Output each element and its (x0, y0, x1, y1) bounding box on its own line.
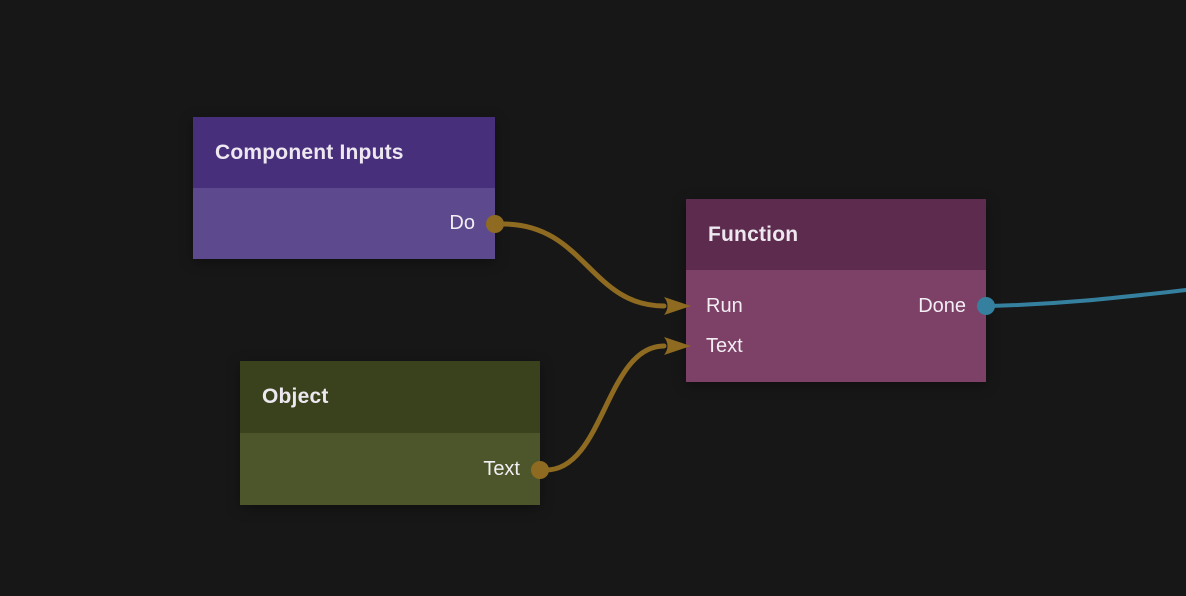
node-body: Text (240, 433, 540, 505)
node-function[interactable]: Function Run Done Text (686, 199, 986, 382)
wire-arrowhead-run (664, 297, 691, 315)
input-port-text[interactable]: Text (706, 334, 743, 357)
connector-dot-done[interactable] (977, 297, 995, 315)
node-title: Component Inputs (215, 140, 404, 164)
node-object[interactable]: Object Text (240, 361, 540, 505)
output-port-do[interactable]: Do (449, 212, 475, 234)
node-header[interactable]: Object (240, 361, 540, 433)
node-component-inputs[interactable]: Component Inputs Do (193, 117, 495, 259)
port-row: Text (686, 326, 986, 366)
node-title: Function (708, 222, 799, 246)
wire-arrowhead-text (664, 337, 691, 355)
wire-done-outgoing[interactable] (988, 288, 1186, 308)
port-row: Run Done (686, 286, 986, 326)
node-header[interactable]: Function (686, 199, 986, 270)
node-body: Run Done Text (686, 270, 986, 382)
wire-do-to-run[interactable] (500, 221, 667, 309)
node-body: Do (193, 188, 495, 259)
node-title: Object (262, 385, 329, 408)
wire-text-to-text[interactable] (543, 343, 667, 473)
connector-dot-do[interactable] (486, 215, 504, 233)
output-port-done[interactable]: Done (918, 294, 966, 317)
output-port-text[interactable]: Text (483, 457, 520, 480)
input-port-run[interactable]: Run (706, 294, 743, 317)
connector-dot-object-text[interactable] (531, 461, 549, 479)
node-header[interactable]: Component Inputs (193, 117, 495, 188)
